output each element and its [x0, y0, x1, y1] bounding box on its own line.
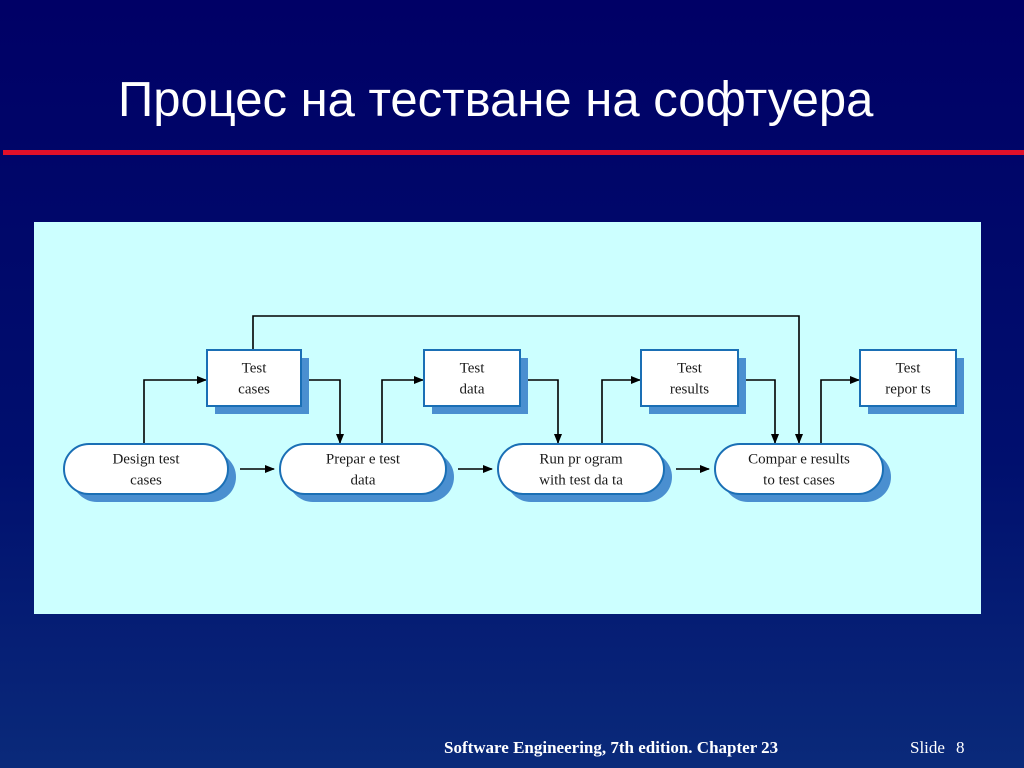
process-design: Design test cases [63, 443, 236, 502]
node-label: results [670, 382, 709, 398]
node-shape [63, 443, 229, 495]
node-label: Test [677, 361, 703, 377]
footer-book-title: Software Engineering, 7th edition. Chapt… [444, 738, 779, 757]
artifact-data: Test data [423, 349, 528, 414]
connection-compare-to-reports [820, 376, 860, 444]
artifact-results: Test results [640, 349, 746, 414]
node-label: Prepar e test [326, 452, 401, 468]
node-label: cases [130, 473, 162, 489]
node-label: cases [238, 382, 270, 398]
node-label: Test [242, 361, 268, 377]
artifact-cases: Test cases [206, 349, 309, 414]
node-label: Compar e results [748, 452, 850, 468]
process-compare: Compar e results to test cases [714, 443, 891, 502]
connection-run-to-results [601, 376, 641, 444]
node-label: to test cases [763, 473, 835, 489]
process-run: Run pr ogram with test da ta [497, 443, 672, 502]
node-label: with test da ta [539, 473, 623, 489]
connection-data-to-run [528, 379, 562, 444]
node-label: Design test [112, 452, 180, 468]
node-shape [279, 443, 447, 495]
connection-design-to-cases [143, 376, 207, 444]
connections-layer [143, 315, 860, 473]
node-label: data [460, 382, 485, 398]
node-label: Test [460, 361, 486, 377]
slide-number: 8 [956, 738, 965, 757]
node-label: Test [896, 361, 922, 377]
connection-cases-to-compare [252, 315, 803, 444]
node-label: data [351, 473, 376, 489]
slide-label: Slide [910, 738, 945, 757]
node-shape [859, 349, 957, 407]
node-shape [497, 443, 665, 495]
artifact-reports: Test repor ts [859, 349, 964, 414]
connection-cases-to-prepare [309, 379, 344, 444]
connection-prepare-to-data [381, 376, 424, 444]
connection-results-to-compare [746, 379, 779, 444]
node-shape [423, 349, 521, 407]
process-prepare: Prepar e test data [279, 443, 454, 502]
title-divider [3, 150, 1024, 155]
node-shape [714, 443, 884, 495]
node-shape [640, 349, 739, 407]
node-shape [206, 349, 302, 407]
node-label: Run pr ogram [539, 452, 623, 468]
node-label: repor ts [885, 382, 931, 398]
slide-title: Процес на тестване на софтуера [118, 73, 874, 127]
